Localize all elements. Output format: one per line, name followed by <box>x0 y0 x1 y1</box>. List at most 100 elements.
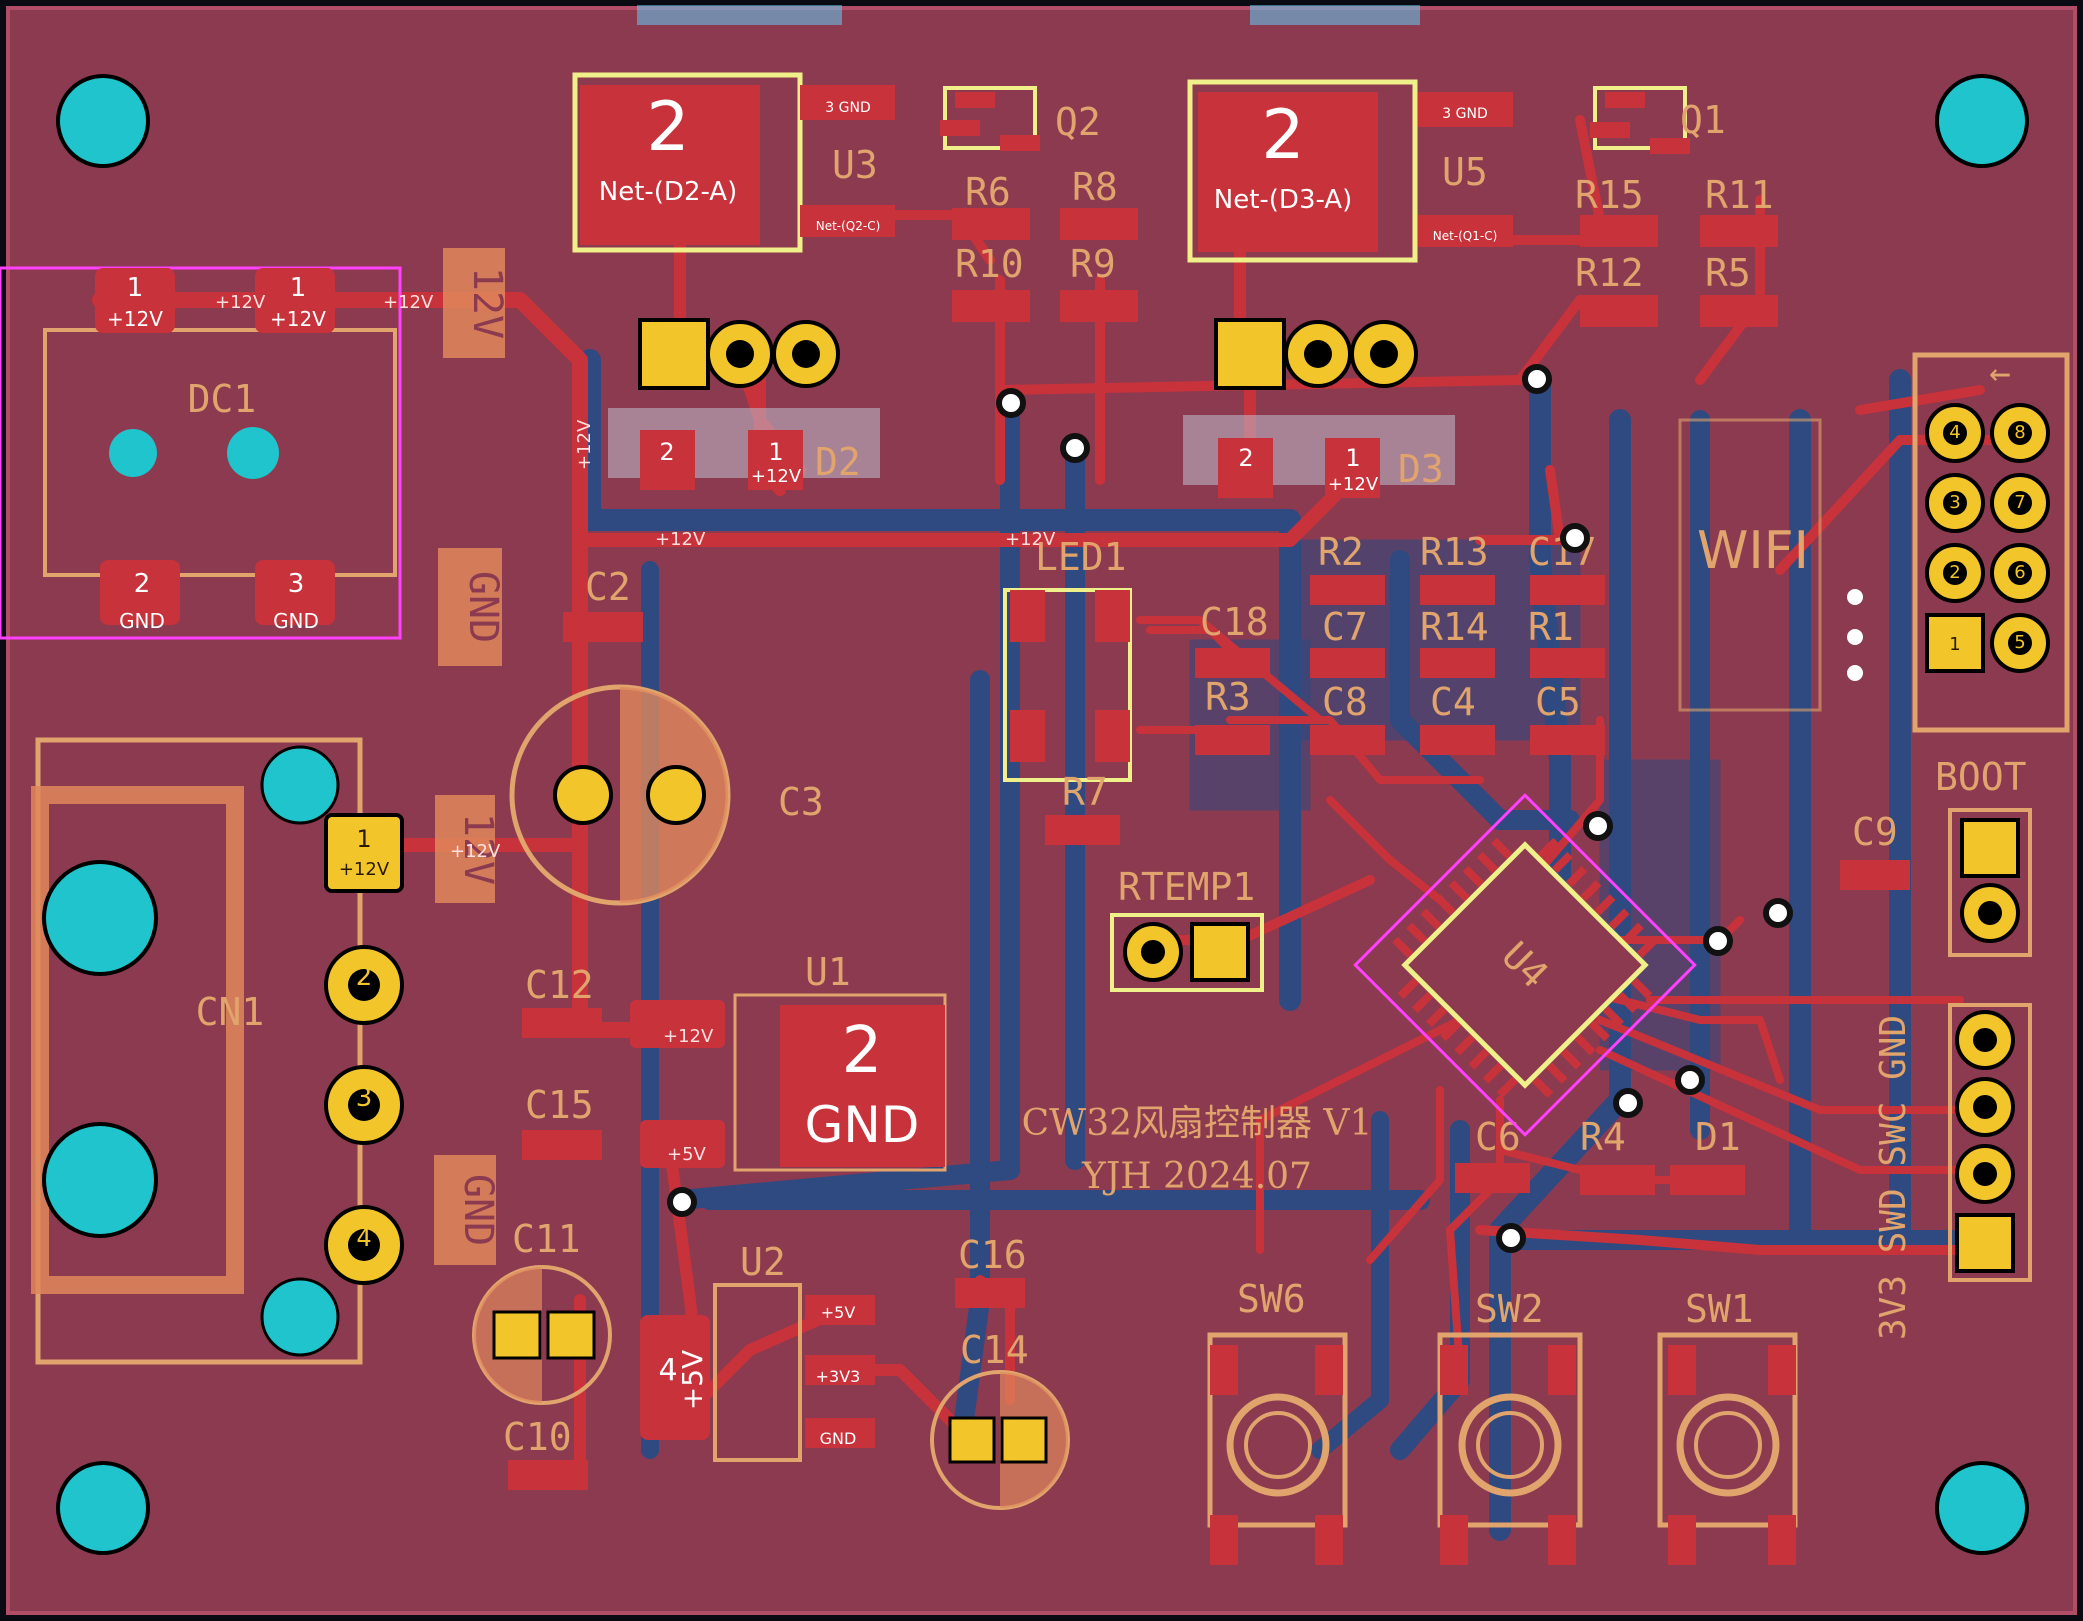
u3-tab-net: Net-(D2-A) <box>599 177 737 207</box>
fan-header-2 <box>1214 318 1418 390</box>
vias <box>667 364 1793 1253</box>
u3-footprint: 2 Net-(D2-A) 3 GND Net-(Q2-C) U3 <box>572 5 895 253</box>
dc1-footprint: 1 +12V 1 +12V 2 GND 3 GND DC1 <box>0 266 402 640</box>
d2-pad1-number: 1 <box>768 438 783 466</box>
d3-pad2-number: 2 <box>1238 444 1253 472</box>
sw6-ref: SW6 <box>1237 1277 1306 1321</box>
mounting-holes <box>56 74 2029 1555</box>
r7-ref: R7 <box>1062 770 1108 814</box>
u5-tab-net: Net-(D3-A) <box>1214 185 1352 215</box>
c12-ref: C12 <box>525 963 594 1007</box>
trace-label-12v-vertical: +12V <box>574 419 595 470</box>
dc1-pad1-number: 1 <box>127 273 144 303</box>
u2-footprint: 4 +5V +5V +3V3 GND U2 <box>640 1240 875 1462</box>
dc1-ref: DC1 <box>188 377 257 421</box>
wifi-pin4: 4 <box>1949 422 1960 443</box>
r8-ref: R8 <box>1072 165 1118 209</box>
sw2-button <box>1437 1332 1583 1565</box>
wifi-pin8: 8 <box>2014 422 2025 443</box>
boot-jumper <box>1948 808 2032 957</box>
cn1-pad1-net: +12V <box>339 859 390 880</box>
r11-ref: R11 <box>1705 173 1774 217</box>
wifi-label: WIFI <box>1697 521 1809 581</box>
q2-resistor-group <box>940 86 1138 322</box>
u2-pad4-net: +5V <box>676 1350 709 1410</box>
dc1-pad3-number: 3 <box>288 569 305 599</box>
cn1-pad4-net: GND <box>346 1257 383 1276</box>
r5-ref: R5 <box>1705 251 1751 295</box>
dc1-pad1-net: +12V <box>107 307 163 331</box>
dc1-pad2-net: GND <box>119 609 165 633</box>
cn1-pad3-number: 3 <box>356 1083 373 1113</box>
u2-pad1-net: GND <box>820 1429 857 1448</box>
v12-marker-top: 12V <box>464 267 510 339</box>
u1-footprint: 2 GND U1 <box>733 950 947 1172</box>
rtemp1-footprint <box>1110 913 1264 992</box>
trace-label-12v-cn1: +12V <box>450 841 501 862</box>
swd-label: 3V3 SWD SWC GND <box>1873 1015 1914 1340</box>
d3-footprint: 2 1 +12V D3 <box>1183 415 1455 498</box>
r10-ref: R10 <box>955 242 1024 286</box>
gnd-marker-bottom: GND <box>455 1174 501 1246</box>
u3-ref: U3 <box>832 143 878 187</box>
cn1-pad1-number: 1 <box>356 825 371 853</box>
sw1-button <box>1657 1332 1798 1565</box>
sw1-ref: SW1 <box>1685 1287 1754 1331</box>
board-title: CW32风扇控制器 V1 <box>1022 1103 1373 1144</box>
u4-mcu <box>1353 793 1697 1137</box>
dc1-pad1b-number: 1 <box>290 273 307 303</box>
silk-vertical-labels: 12V GND 12V GND <box>434 248 510 1265</box>
wifi-pin1: 1 <box>1949 634 1960 655</box>
q1-ref: Q1 <box>1680 98 1726 142</box>
u3-pad3-label: 3 GND <box>825 100 870 116</box>
cn1-footprint: 1 +12V 2 3 4 GND CN1 <box>31 737 404 1365</box>
dc1-pad2-number: 2 <box>134 569 151 599</box>
u5-pad1-net: Net-(Q1-C) <box>1433 229 1498 243</box>
trace-label-12v-a: +12V <box>215 292 266 313</box>
c14-ref: C14 <box>960 1328 1029 1372</box>
wifi-arrow: ← <box>1989 353 2011 394</box>
wifi-module: ← 4 8 3 7 2 6 1 5 <box>1678 352 2070 733</box>
wifi-pin5: 5 <box>2014 632 2025 653</box>
c3-ref: C3 <box>778 780 824 824</box>
cn1-pad4-number: 4 <box>356 1224 371 1252</box>
c4-ref: C4 <box>1430 680 1476 724</box>
r12-ref: R12 <box>1575 251 1644 295</box>
u2-pad3-net: +5V <box>821 1303 856 1322</box>
c8-ref: C8 <box>1322 680 1368 724</box>
gnd-marker-top: GND <box>460 571 506 643</box>
board-author: YJH 2024.07 <box>1081 1156 1312 1197</box>
u5-ref: U5 <box>1442 150 1488 194</box>
boot-label: BOOT <box>1935 755 2027 799</box>
led1-ref: LED1 <box>1035 535 1127 579</box>
trace-label-12v-d3: +12V <box>1005 529 1056 550</box>
c12-pad1-net: +12V <box>663 1026 714 1047</box>
small-caps-left <box>508 612 725 1490</box>
u3-tab-number: 2 <box>646 88 689 167</box>
r3-ref: R3 <box>1205 675 1251 719</box>
d2-footprint: 2 1 +12V D2 <box>608 408 880 490</box>
trace-label-12v-b: +12V <box>383 292 434 313</box>
c11-footprint <box>472 1265 612 1405</box>
wifi-pin7: 7 <box>2014 492 2025 513</box>
d3-ref: D3 <box>1398 447 1444 491</box>
r13-ref: R13 <box>1420 530 1489 574</box>
c3-footprint: C3 <box>509 684 824 906</box>
rtemp1-ref: RTEMP1 <box>1118 865 1255 909</box>
u2-pad4-number: 4 <box>658 1353 677 1388</box>
d2-ref: D2 <box>815 440 861 484</box>
sw6-button <box>1207 1332 1348 1565</box>
wifi-pin2: 2 <box>1949 562 1960 583</box>
r4-ref: R4 <box>1580 1115 1626 1159</box>
u1-tab-number: 2 <box>842 1014 883 1088</box>
c9-ref: C9 <box>1852 810 1898 854</box>
d3-pad1-net: +12V <box>1328 474 1379 495</box>
r15-ref: R15 <box>1575 173 1644 217</box>
d2-pad2-number: 2 <box>659 438 674 466</box>
u3-pad1-net: Net-(Q2-C) <box>816 219 881 233</box>
c10-ref: C10 <box>503 1415 572 1459</box>
u5-footprint: 2 Net-(D3-A) 3 GND Net-(Q1-C) U5 <box>1187 5 1513 263</box>
sw2-ref: SW2 <box>1475 1287 1544 1331</box>
r2-ref: R2 <box>1318 530 1364 574</box>
c14-footprint <box>930 1278 1070 1510</box>
